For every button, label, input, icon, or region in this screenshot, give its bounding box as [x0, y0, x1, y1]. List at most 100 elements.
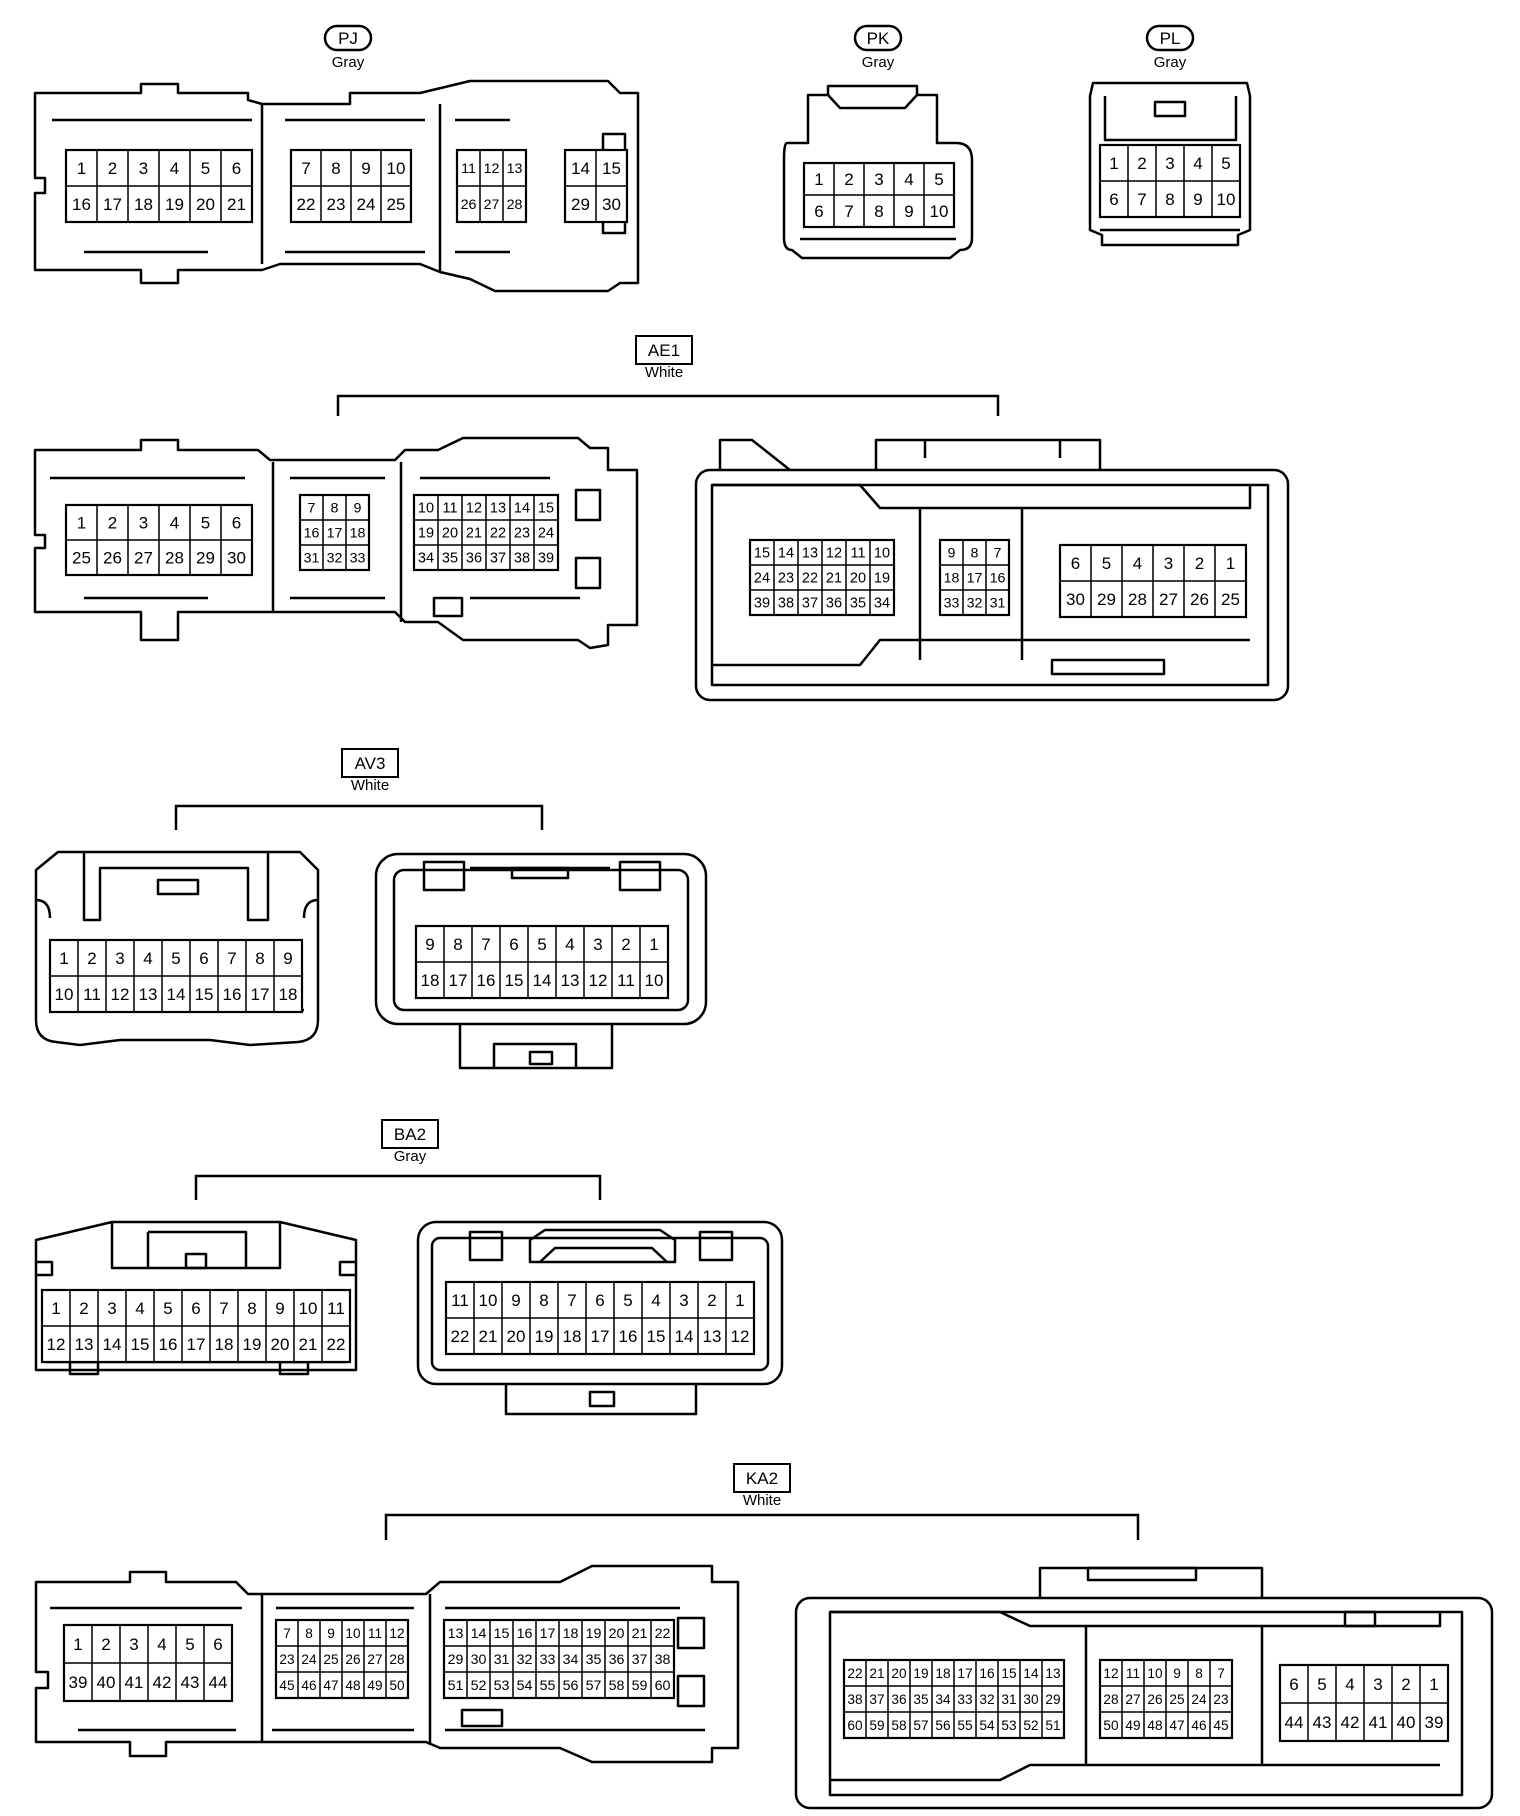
ae1-pin-number: 24 — [538, 526, 554, 542]
ae1-pin-number: 38 — [514, 551, 530, 567]
av3-pin-number: 15 — [505, 971, 524, 990]
ae1-pin-number: 34 — [874, 596, 890, 612]
ae1-pin-number: 17 — [327, 526, 343, 542]
ae1-pin-number: 32 — [967, 596, 983, 612]
av3-pin-number: 9 — [425, 935, 434, 954]
ka2-pin-number: 7 — [1217, 1666, 1225, 1681]
ba2-pin-number: 15 — [131, 1335, 150, 1354]
av3-pin-number: 3 — [593, 935, 602, 954]
ka2-pin-number: 34 — [935, 1692, 951, 1707]
pj-pin-number: 1 — [77, 159, 86, 178]
av3-pin-number: 4 — [565, 935, 574, 954]
ka2-pin-cell — [650, 1671, 675, 1699]
pk-label-frame — [853, 24, 903, 52]
pl-pin-number: 4 — [1193, 154, 1202, 173]
ae1-pin-number: 14 — [514, 501, 530, 517]
ae1-pin-number: 18 — [350, 526, 366, 542]
pj-pin-number: 26 — [461, 197, 477, 213]
ae1-pin-number: 27 — [1159, 590, 1178, 609]
ka2-pin-number: 7 — [283, 1626, 291, 1641]
ka2-pin-number: 47 — [323, 1678, 338, 1693]
ka2-pin-number: 11 — [368, 1626, 382, 1641]
ae1-pin-cell — [345, 544, 370, 571]
ae1-bracket — [336, 394, 1000, 416]
ka2-pin-number: 37 — [869, 1692, 884, 1707]
ba2-pin-number: 19 — [243, 1335, 262, 1354]
ba2-pin-number: 22 — [451, 1327, 470, 1346]
ka2-pin-number: 14 — [471, 1626, 487, 1642]
ba2-pin-number: 22 — [327, 1335, 346, 1354]
av3-pin-number: 10 — [645, 971, 664, 990]
av3-pin-number: 18 — [279, 985, 298, 1004]
ae1-pin-number: 2 — [1195, 554, 1204, 573]
ae1-pin-number: 20 — [442, 526, 458, 542]
ka2-pin-cell — [1041, 1711, 1065, 1739]
ka2-pin-cell — [1209, 1711, 1233, 1739]
ka2-pin-number: 40 — [1397, 1713, 1416, 1732]
ka2-pin-number: 41 — [1369, 1713, 1388, 1732]
ba2-pin-number: 15 — [647, 1327, 666, 1346]
ba2-pin-number: 18 — [215, 1335, 234, 1354]
ae1-label-frame — [635, 335, 693, 365]
ba2-connector-id: BA2 — [394, 1125, 426, 1144]
ka2-pin-number: 26 — [345, 1652, 360, 1667]
ka2-pin-number: 35 — [586, 1652, 602, 1668]
ae1-pin-number: 38 — [778, 596, 794, 612]
ae1-pin-number: 2 — [108, 514, 117, 533]
av3-pin-number: 6 — [509, 935, 518, 954]
ka2-pin-number: 31 — [494, 1652, 510, 1668]
ae1-pin-number: 23 — [514, 526, 530, 542]
ka2-pin-number: 19 — [586, 1626, 602, 1642]
ka2-pin-number: 48 — [1147, 1718, 1162, 1733]
ka2-pin-number: 21 — [632, 1626, 648, 1642]
ba2-pin-number: 4 — [651, 1291, 660, 1310]
ae1-right-housing-outline — [694, 438, 1290, 702]
ka2-pin-number: 31 — [1001, 1692, 1016, 1707]
ba2-pin-number: 14 — [103, 1335, 122, 1354]
ae1-pin-number: 13 — [490, 501, 506, 517]
ae1-pin-number: 7 — [994, 546, 1002, 562]
pj-pin-number: 30 — [602, 195, 621, 214]
ka2-pin-number: 13 — [1045, 1666, 1060, 1681]
ae1-pin-number: 20 — [850, 571, 866, 587]
ka2-pin-number: 58 — [609, 1678, 625, 1694]
pl-pin-number: 5 — [1221, 154, 1230, 173]
ba2-pin-number: 4 — [135, 1299, 144, 1318]
ka2-pin-number: 45 — [279, 1678, 294, 1693]
ae1-pin-number: 1 — [1226, 554, 1235, 573]
pj-pin-number: 8 — [331, 159, 340, 178]
av3-pin-number: 8 — [453, 935, 462, 954]
ka2-pin-number: 21 — [869, 1666, 884, 1681]
pj-pin-number: 25 — [387, 195, 406, 214]
ka2-pin-number: 41 — [125, 1673, 144, 1692]
av3-pin-number: 13 — [139, 985, 158, 1004]
ka2-pin-number: 5 — [185, 1635, 194, 1654]
ae1-pin-number: 15 — [538, 501, 554, 517]
ba2-pin-number: 1 — [735, 1291, 744, 1310]
ae1-pin-number: 29 — [1097, 590, 1116, 609]
av3-label-frame — [341, 748, 399, 778]
pl-housing-outline — [1088, 81, 1252, 247]
ba2-pin-number: 7 — [567, 1291, 576, 1310]
ka2-pin-number: 4 — [1345, 1675, 1354, 1694]
ka2-pin-number: 45 — [1213, 1718, 1228, 1733]
ka2-pin-number: 1 — [1429, 1675, 1438, 1694]
ba2-right-housing-outline — [416, 1220, 784, 1416]
ka2-pin-number: 12 — [1103, 1666, 1118, 1681]
av3-pin-number: 6 — [199, 949, 208, 968]
ae1-pin-number: 32 — [327, 551, 343, 567]
ka2-pin-number: 24 — [1191, 1692, 1207, 1707]
ka2-pin-number: 2 — [1401, 1675, 1410, 1694]
ae1-pin-number: 30 — [227, 549, 246, 568]
ae1-pin-number: 26 — [103, 549, 122, 568]
pk-pin-number: 10 — [930, 202, 949, 221]
